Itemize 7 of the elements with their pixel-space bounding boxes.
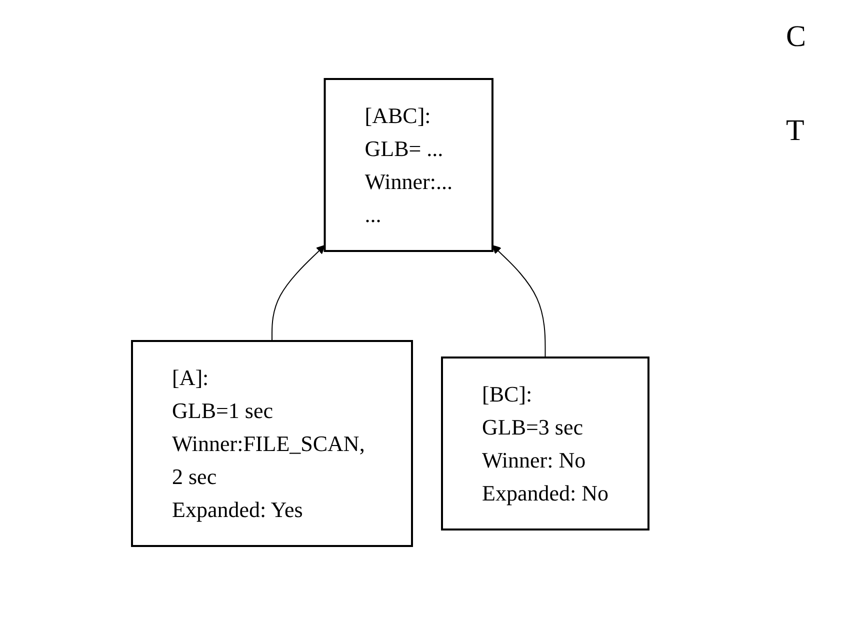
node-box: [ABC]: GLB= ... Winner:... ... <box>324 78 494 252</box>
cut-off-text: T <box>786 114 806 148</box>
cut-off-text: C <box>786 20 808 54</box>
arrow <box>492 245 546 358</box>
node-box: [BC]: GLB=3 sec Winner: No Expanded: No <box>440 356 650 530</box>
arrow <box>271 245 325 342</box>
node-box: [A]: GLB=1 sec Winner:FILE_SCAN, 2 sec Expanded: Yes <box>130 340 413 547</box>
